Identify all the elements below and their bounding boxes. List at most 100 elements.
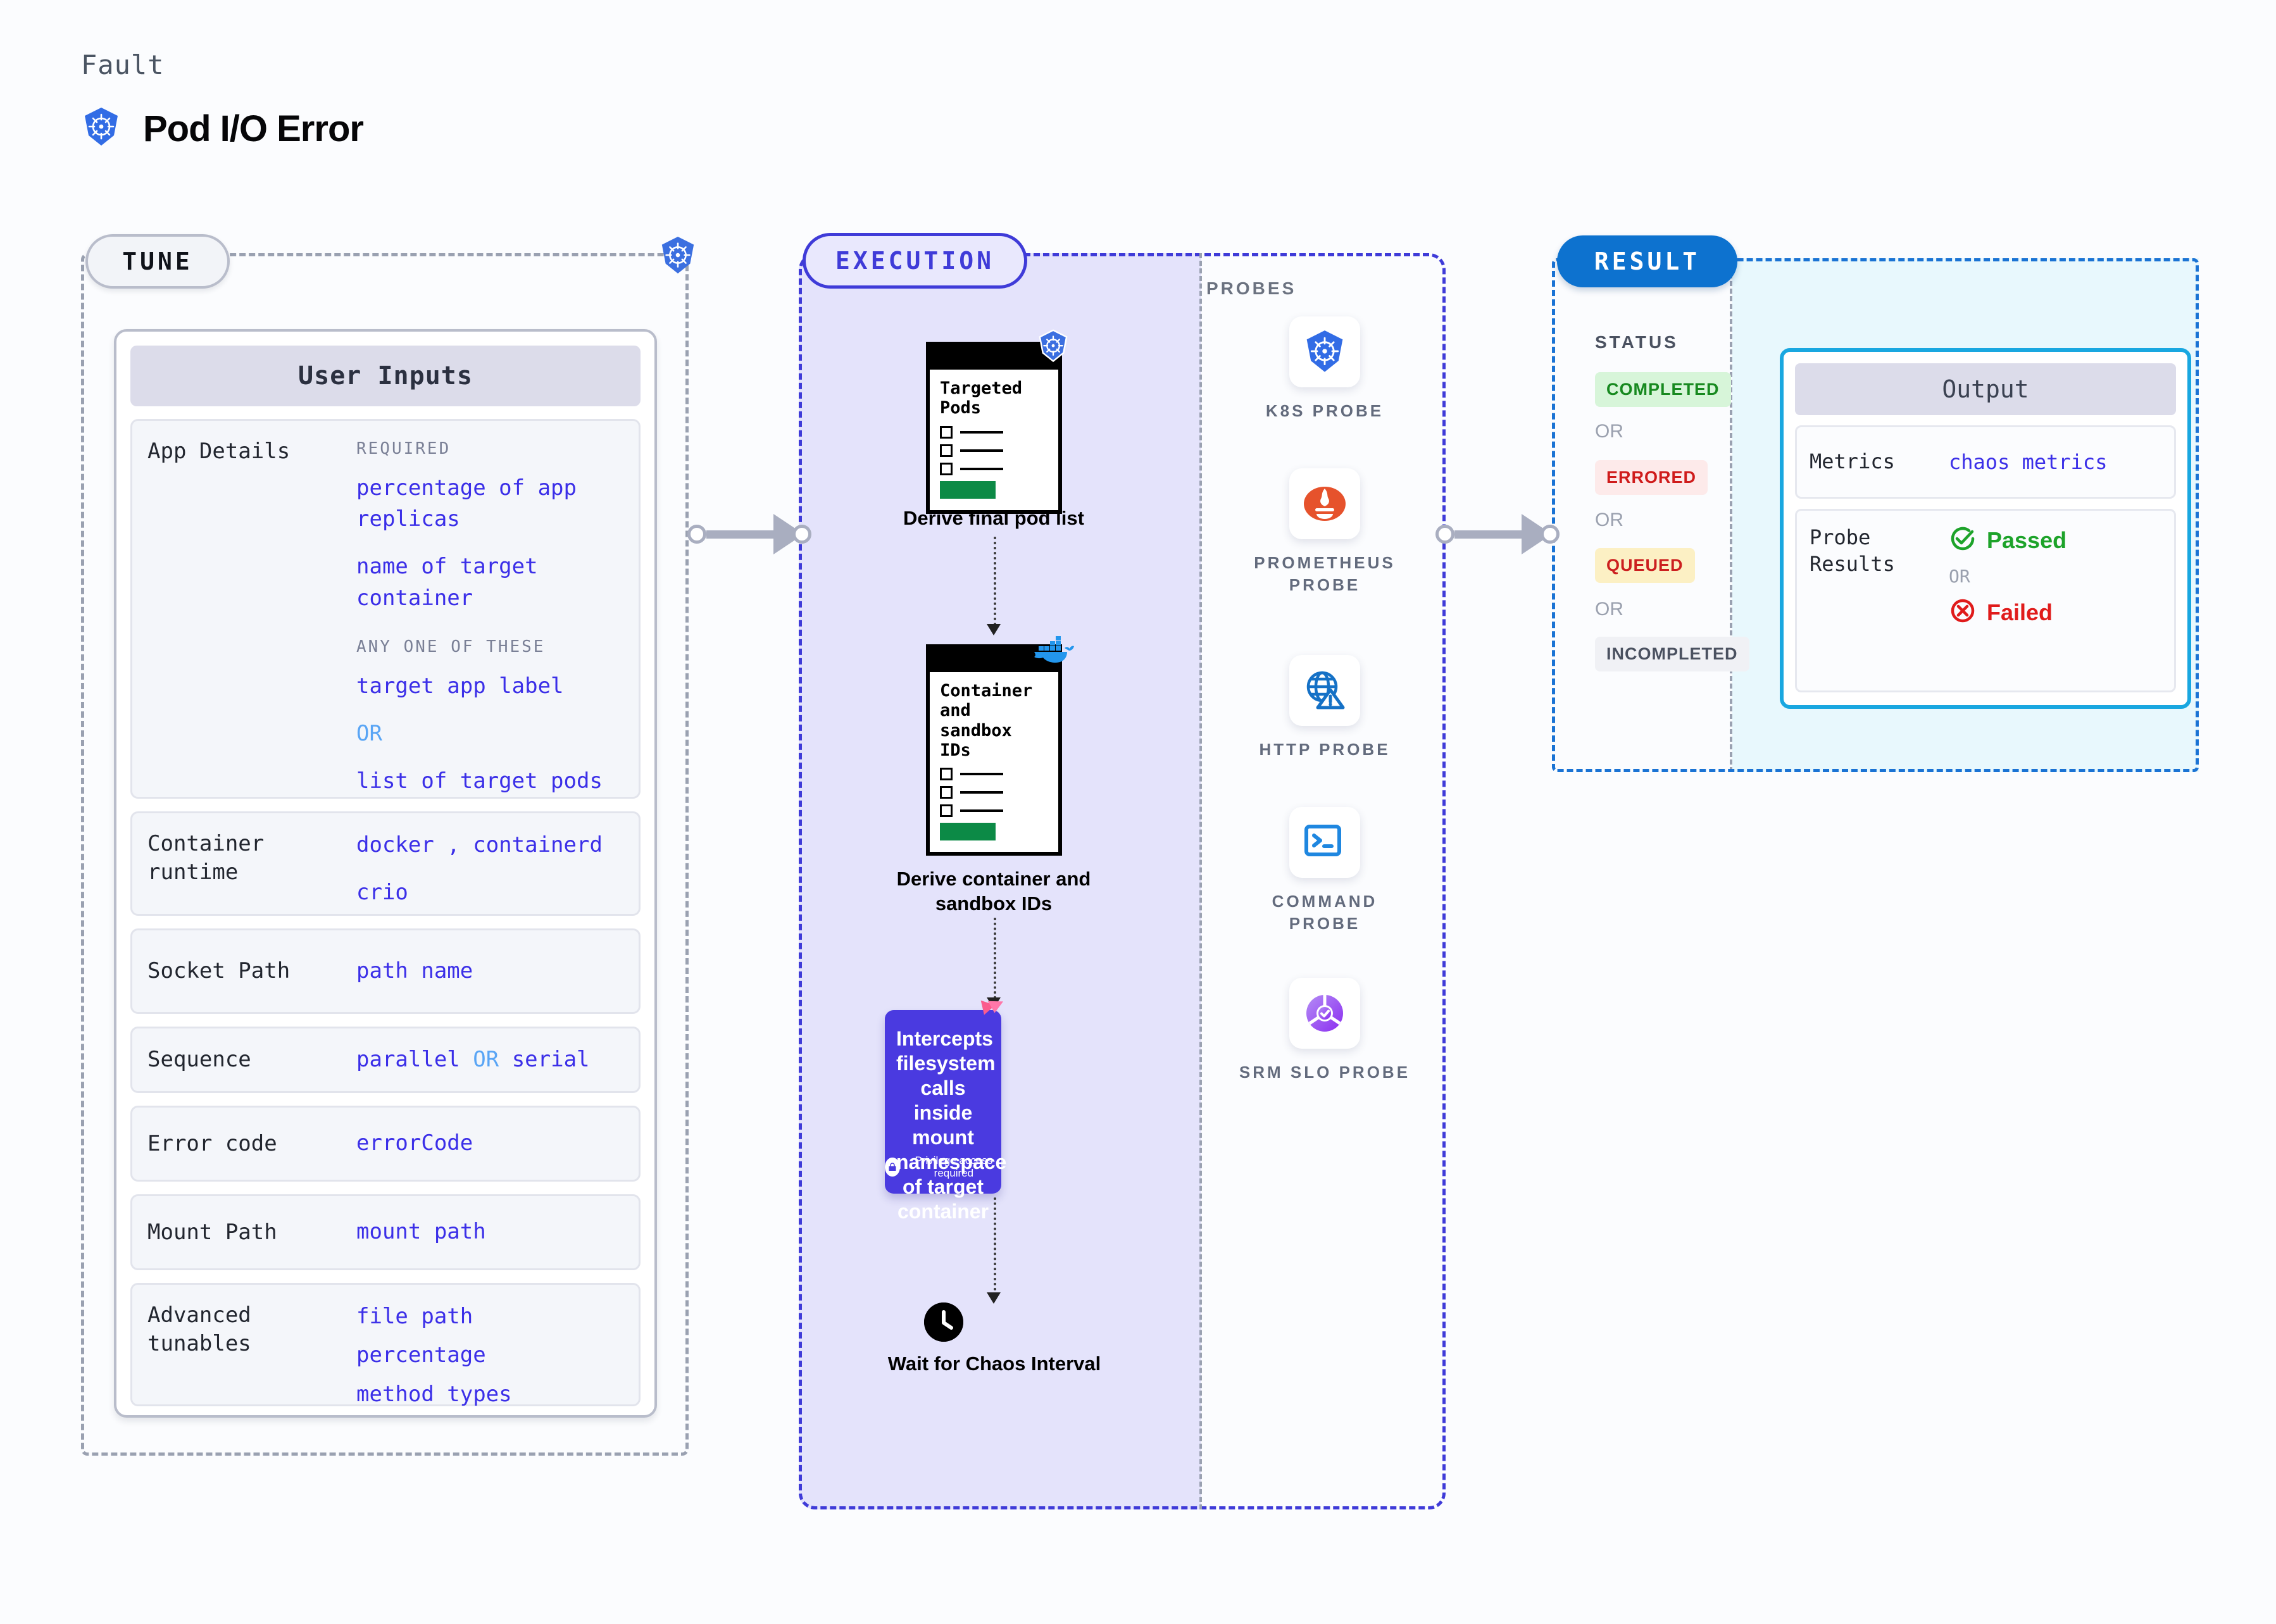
probe-result-passed: Passed — [1949, 525, 2161, 556]
list-item — [940, 804, 1048, 818]
status-badge-completed: COMPLETED — [1595, 372, 1731, 407]
kubernetes-icon — [658, 235, 697, 279]
table-row: Sequence parallel OR serial — [130, 1027, 641, 1093]
table-row: Metrics chaos metrics — [1795, 425, 2176, 499]
probe-item-srm-slo[interactable]: SRM SLO PROBE — [1233, 978, 1416, 1084]
status-title: STATUS — [1595, 332, 1679, 352]
status-badge-incompleted: INCOMPLETED — [1595, 637, 1749, 671]
row-label-error-code: Error code — [147, 1130, 277, 1156]
status-badge-queued: QUEUED — [1595, 548, 1695, 583]
action-box-text: Intercepts filesystem calls inside mount… — [896, 1027, 1007, 1223]
kubernetes-icon — [1037, 329, 1070, 366]
table-row: App Details REQUIRED percentage of app r… — [130, 419, 641, 799]
row-label-probe-results: Probe Results — [1810, 525, 1895, 576]
step-caption-wait-chaos-interval: Wait for Chaos Interval — [887, 1352, 1101, 1375]
action-box-intercept: Intercepts filesystem calls inside mount… — [885, 1000, 1006, 1223]
stage-pill-result[interactable]: RESULT — [1557, 235, 1737, 287]
checkbox-icon — [940, 768, 953, 781]
probe-item-k8s[interactable]: K8S PROBE — [1233, 316, 1416, 422]
user-inputs-card: User Inputs App Details REQUIRED percent… — [114, 329, 657, 1418]
row-label-sequence: Sequence — [147, 1047, 251, 1073]
value-sequence-serial: serial — [511, 1046, 590, 1072]
connector-line — [706, 530, 775, 539]
connector-execution-to-result — [1435, 514, 1560, 554]
list-item — [940, 786, 1048, 799]
list-item — [940, 425, 1048, 439]
table-row: Mount Path mount path — [130, 1194, 641, 1270]
checkbox-icon — [940, 804, 953, 818]
card-title: Targeted Pods — [940, 378, 1023, 418]
or-label: OR — [1595, 599, 1623, 620]
terminal-icon — [1289, 807, 1360, 878]
progress-bar — [940, 823, 996, 841]
value-method-types: method types — [356, 1381, 512, 1407]
stage-pill-tune[interactable]: TUNE — [85, 234, 230, 289]
value-error-code: errorCode — [356, 1130, 473, 1156]
checkbox-icon — [940, 462, 953, 475]
clock-icon — [924, 1302, 963, 1342]
value-percentage: percentage — [356, 1342, 486, 1368]
value-mount-path: mount path — [356, 1219, 486, 1245]
value-target-app-label: target app label — [356, 673, 564, 699]
arrow-head-icon — [987, 624, 1001, 635]
or-label: OR — [356, 720, 382, 746]
probe-label: SRM SLO PROBE — [1239, 1063, 1411, 1082]
probe-item-http[interactable]: HTTP PROBE — [1233, 655, 1416, 761]
or-label: OR — [1595, 421, 1623, 442]
execution-panel — [799, 253, 1446, 1509]
targeted-pods-card: Targeted Pods — [926, 342, 1062, 514]
checkbox-icon — [940, 786, 953, 799]
privilege-note-text: Privilege access required — [915, 1154, 993, 1179]
checkbox-icon — [940, 444, 953, 457]
probes-title: PROBES — [1206, 278, 1297, 298]
probes-column-divider — [1199, 253, 1446, 1509]
connector-end-dot — [1541, 525, 1560, 544]
prometheus-icon — [1289, 468, 1360, 539]
connector-start-dot — [687, 525, 706, 544]
connector-tune-to-execution — [687, 514, 811, 554]
checkbox-list — [940, 425, 1048, 475]
connector-line — [1454, 530, 1523, 539]
row-label-advanced-tunables: Advanced tunables — [147, 1302, 251, 1356]
value-file-path: file path — [356, 1304, 473, 1329]
failed-label: Failed — [1987, 599, 2053, 625]
checkbox-list — [940, 768, 1048, 818]
row-label-app-details: App Details — [147, 439, 291, 464]
stage-pill-execution[interactable]: EXECUTION — [803, 233, 1027, 289]
probe-item-command[interactable]: COMMAND PROBE — [1233, 807, 1416, 935]
table-row: Socket Path path name — [130, 928, 641, 1014]
checkbox-icon — [940, 425, 953, 439]
value-socket-path: path name — [356, 958, 473, 984]
lock-icon — [885, 1158, 900, 1177]
table-row: Error code errorCode — [130, 1106, 641, 1182]
probe-label: HTTP PROBE — [1259, 740, 1391, 759]
list-item — [940, 768, 1048, 781]
list-item — [940, 444, 1048, 457]
card-title: Container and sandbox IDs — [940, 681, 1033, 760]
check-circle-icon — [1949, 525, 1977, 556]
flow-connector — [994, 1197, 996, 1296]
or-label: OR — [1595, 509, 1623, 530]
globe-warning-icon — [1289, 655, 1360, 726]
result-panel — [1552, 258, 2199, 772]
kubernetes-icon — [81, 106, 122, 151]
table-row: Advanced tunables file path percentage m… — [130, 1283, 641, 1407]
passed-label: Passed — [1987, 527, 2067, 553]
value-list-target-pods: list of target pods — [356, 768, 603, 794]
output-card: Output Metrics chaos metrics Probe Resul… — [1780, 348, 2191, 709]
container-sandbox-ids-card: Container and sandbox IDs — [926, 644, 1062, 856]
result-status-column — [1552, 258, 1732, 772]
row-label-metrics: Metrics — [1810, 449, 1895, 474]
privilege-note-row: Privilege access required — [885, 1154, 1001, 1180]
row-label-socket-path: Socket Path — [147, 958, 291, 984]
row-label-mount-path: Mount Path — [147, 1219, 277, 1245]
status-badge-errored: ERRORED — [1595, 460, 1708, 495]
progress-bar — [940, 480, 996, 499]
output-title: Output — [1795, 363, 2176, 415]
or-label: OR — [1949, 566, 1970, 587]
fault-title-row: Pod I/O Error — [81, 106, 364, 151]
value-sequence-parallel: parallel — [356, 1046, 460, 1072]
table-row: Container runtime docker , containerd cr… — [130, 811, 641, 916]
kubernetes-icon — [1289, 316, 1360, 387]
probe-item-prometheus[interactable]: PROMETHEUS PROBE — [1233, 468, 1416, 596]
